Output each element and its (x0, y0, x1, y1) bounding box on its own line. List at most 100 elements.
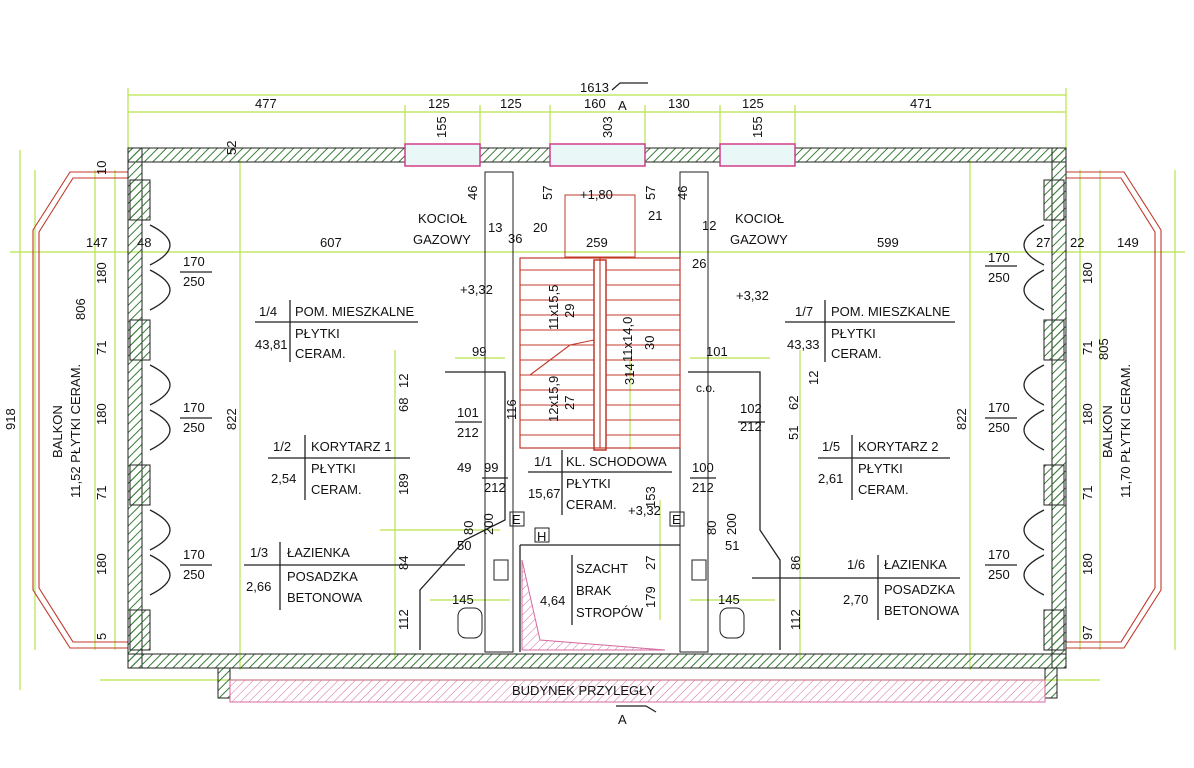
room-1-4: 1/4 POM. MIESZKALNE 43,81 PŁYTKI CERAM. (255, 300, 418, 362)
room-area: 15,67 (528, 486, 561, 501)
dim-left-balcony: 806 (73, 298, 88, 320)
boiler-right-line2: GAZOWY (730, 232, 788, 247)
level-markers: +1,80 +3,32 +3,32 +3,32 (460, 187, 769, 518)
dim-v-1: 180 (94, 262, 109, 284)
co-label: c.o. (696, 381, 715, 395)
sanitary-fixtures (457, 511, 745, 639)
room-1-5: 1/5 KORYTARZ 2 2,61 PŁYTKI CERAM. (818, 435, 950, 500)
dim-v-4: 71 (94, 486, 109, 500)
stair-flight-1: 11x15,5 (546, 285, 561, 330)
door-height: 212 (457, 425, 479, 440)
dim-h-1: 147 (86, 235, 108, 250)
staircase (519, 194, 681, 451)
room-number: 1/3 (250, 545, 268, 560)
electric-symbol-right: E (672, 512, 681, 527)
balcony-right-label: BALKON (1100, 405, 1115, 458)
dim-v-3: 180 (94, 403, 109, 425)
room-finish-2: CERAM. (311, 482, 362, 497)
windows-left: 170 250 170 250 170 250 (180, 254, 212, 582)
room-number: 1/6 (847, 557, 865, 572)
dim-top-3: 125 (500, 96, 522, 111)
dim-86: 86 (788, 556, 803, 570)
room-number: 1/4 (259, 304, 277, 319)
room-1-6: 1/6 ŁAZIENKA 2,70 POSADZKA BETONOWA (752, 555, 960, 620)
door-height: 200 (724, 513, 739, 535)
door-height: 212 (692, 480, 714, 495)
section-label-bottom: A (618, 712, 627, 727)
balcony-doors-left (129, 179, 171, 651)
window-width: 170 (988, 250, 1010, 265)
dim-top-4: 160 (584, 96, 606, 111)
dim-179: 179 (643, 586, 658, 608)
outer-walls (127, 147, 1067, 703)
room-area: 4,64 (540, 593, 565, 608)
dim-left-overall: 918 (3, 408, 18, 430)
room-finish-1: PŁYTKI (566, 476, 611, 491)
dim-top-6: 125 (742, 96, 764, 111)
window-height: 250 (183, 420, 205, 435)
boiler-left: KOCIOŁ GAZOWY (413, 211, 471, 247)
dim-116: 116 (504, 399, 519, 420)
room-number: 1/7 (795, 304, 813, 319)
balcony-right-finish: 11,70 PŁYTKI CERAM. (1118, 364, 1133, 498)
dim-v-2: 71 (94, 341, 109, 355)
door-height: 212 (740, 419, 762, 434)
room-finish-1: PŁYTKI (295, 326, 340, 341)
dim-12-r: 12 (806, 371, 821, 385)
shaft-hatch (521, 559, 666, 651)
level-stair: +1,80 (580, 187, 613, 202)
room-finish-2: CERAM. (858, 482, 909, 497)
dim-12-l: 12 (396, 374, 411, 388)
dimension-lines (10, 88, 1185, 690)
dim-window-3: 155 (750, 116, 765, 138)
dim-window-1: 155 (434, 116, 449, 138)
room-name: KL. SCHODOWA (566, 454, 667, 469)
dim-room-right: 822 (954, 408, 969, 430)
room-finish-2: CERAM. (831, 346, 882, 361)
room-name: KORYTARZ 1 (311, 439, 391, 454)
dimension-texts: 1613 477 125 125 160 130 125 471 155 303… (3, 80, 1139, 640)
room-finish-2: BETONOWA (884, 603, 959, 618)
dim-5: 5 (94, 633, 109, 640)
room-area: 43,81 (255, 337, 288, 352)
dim-153: 153 (643, 486, 658, 508)
dim-room-left: 822 (224, 408, 239, 430)
dim-window-2: 303 (600, 116, 615, 138)
section-marker-top: A (611, 82, 648, 113)
room-finish-1: BRAK (576, 583, 612, 598)
dim-97: 97 (1080, 626, 1095, 640)
dim-189: 189 (396, 473, 411, 495)
dim-10: 10 (94, 161, 109, 175)
dim-v-5: 180 (94, 553, 109, 575)
interior-walls (419, 171, 781, 653)
window-width: 170 (183, 400, 205, 415)
window-width: 170 (183, 547, 205, 562)
door-width: 100 (692, 460, 714, 475)
dim-top-2: 125 (428, 96, 450, 111)
dim-62: 62 (786, 396, 801, 410)
dim-36: 36 (508, 231, 522, 246)
dim-right-balcony: 805 (1096, 338, 1111, 360)
dim-27: 27 (643, 556, 658, 570)
balcony-left (32, 171, 128, 649)
window-height: 250 (988, 420, 1010, 435)
room-finish-2: CERAM. (566, 497, 617, 512)
room-finish-1: PŁYTKI (858, 461, 903, 476)
dim-68: 68 (396, 398, 411, 412)
dim-top-1: 477 (255, 96, 277, 111)
room-area: 2,54 (271, 471, 296, 486)
dim-top-5: 130 (668, 96, 690, 111)
room-1-2: 1/2 KORYTARZ 1 2,54 PŁYTKI CERAM. (268, 435, 410, 500)
electric-symbol-left: E (512, 512, 521, 527)
room-1-1: 1/1 KL. SCHODOWA 15,67 PŁYTKI CERAM. (528, 450, 672, 515)
level-left: +3,32 (460, 282, 493, 297)
room-area: 2,61 (818, 471, 843, 486)
room-area: 2,66 (246, 579, 271, 594)
window-height: 250 (988, 270, 1010, 285)
dim-112-r: 112 (788, 609, 803, 630)
dim-112-l: 112 (396, 609, 411, 630)
dim-51-v: 51 (786, 426, 801, 440)
boiler-right-line1: KOCIOŁ (735, 211, 784, 226)
room-1-7: 1/7 POM. MIESZKALNE 43,33 PŁYTKI CERAM. (785, 300, 955, 362)
dim-145-left: 145 (452, 592, 474, 607)
